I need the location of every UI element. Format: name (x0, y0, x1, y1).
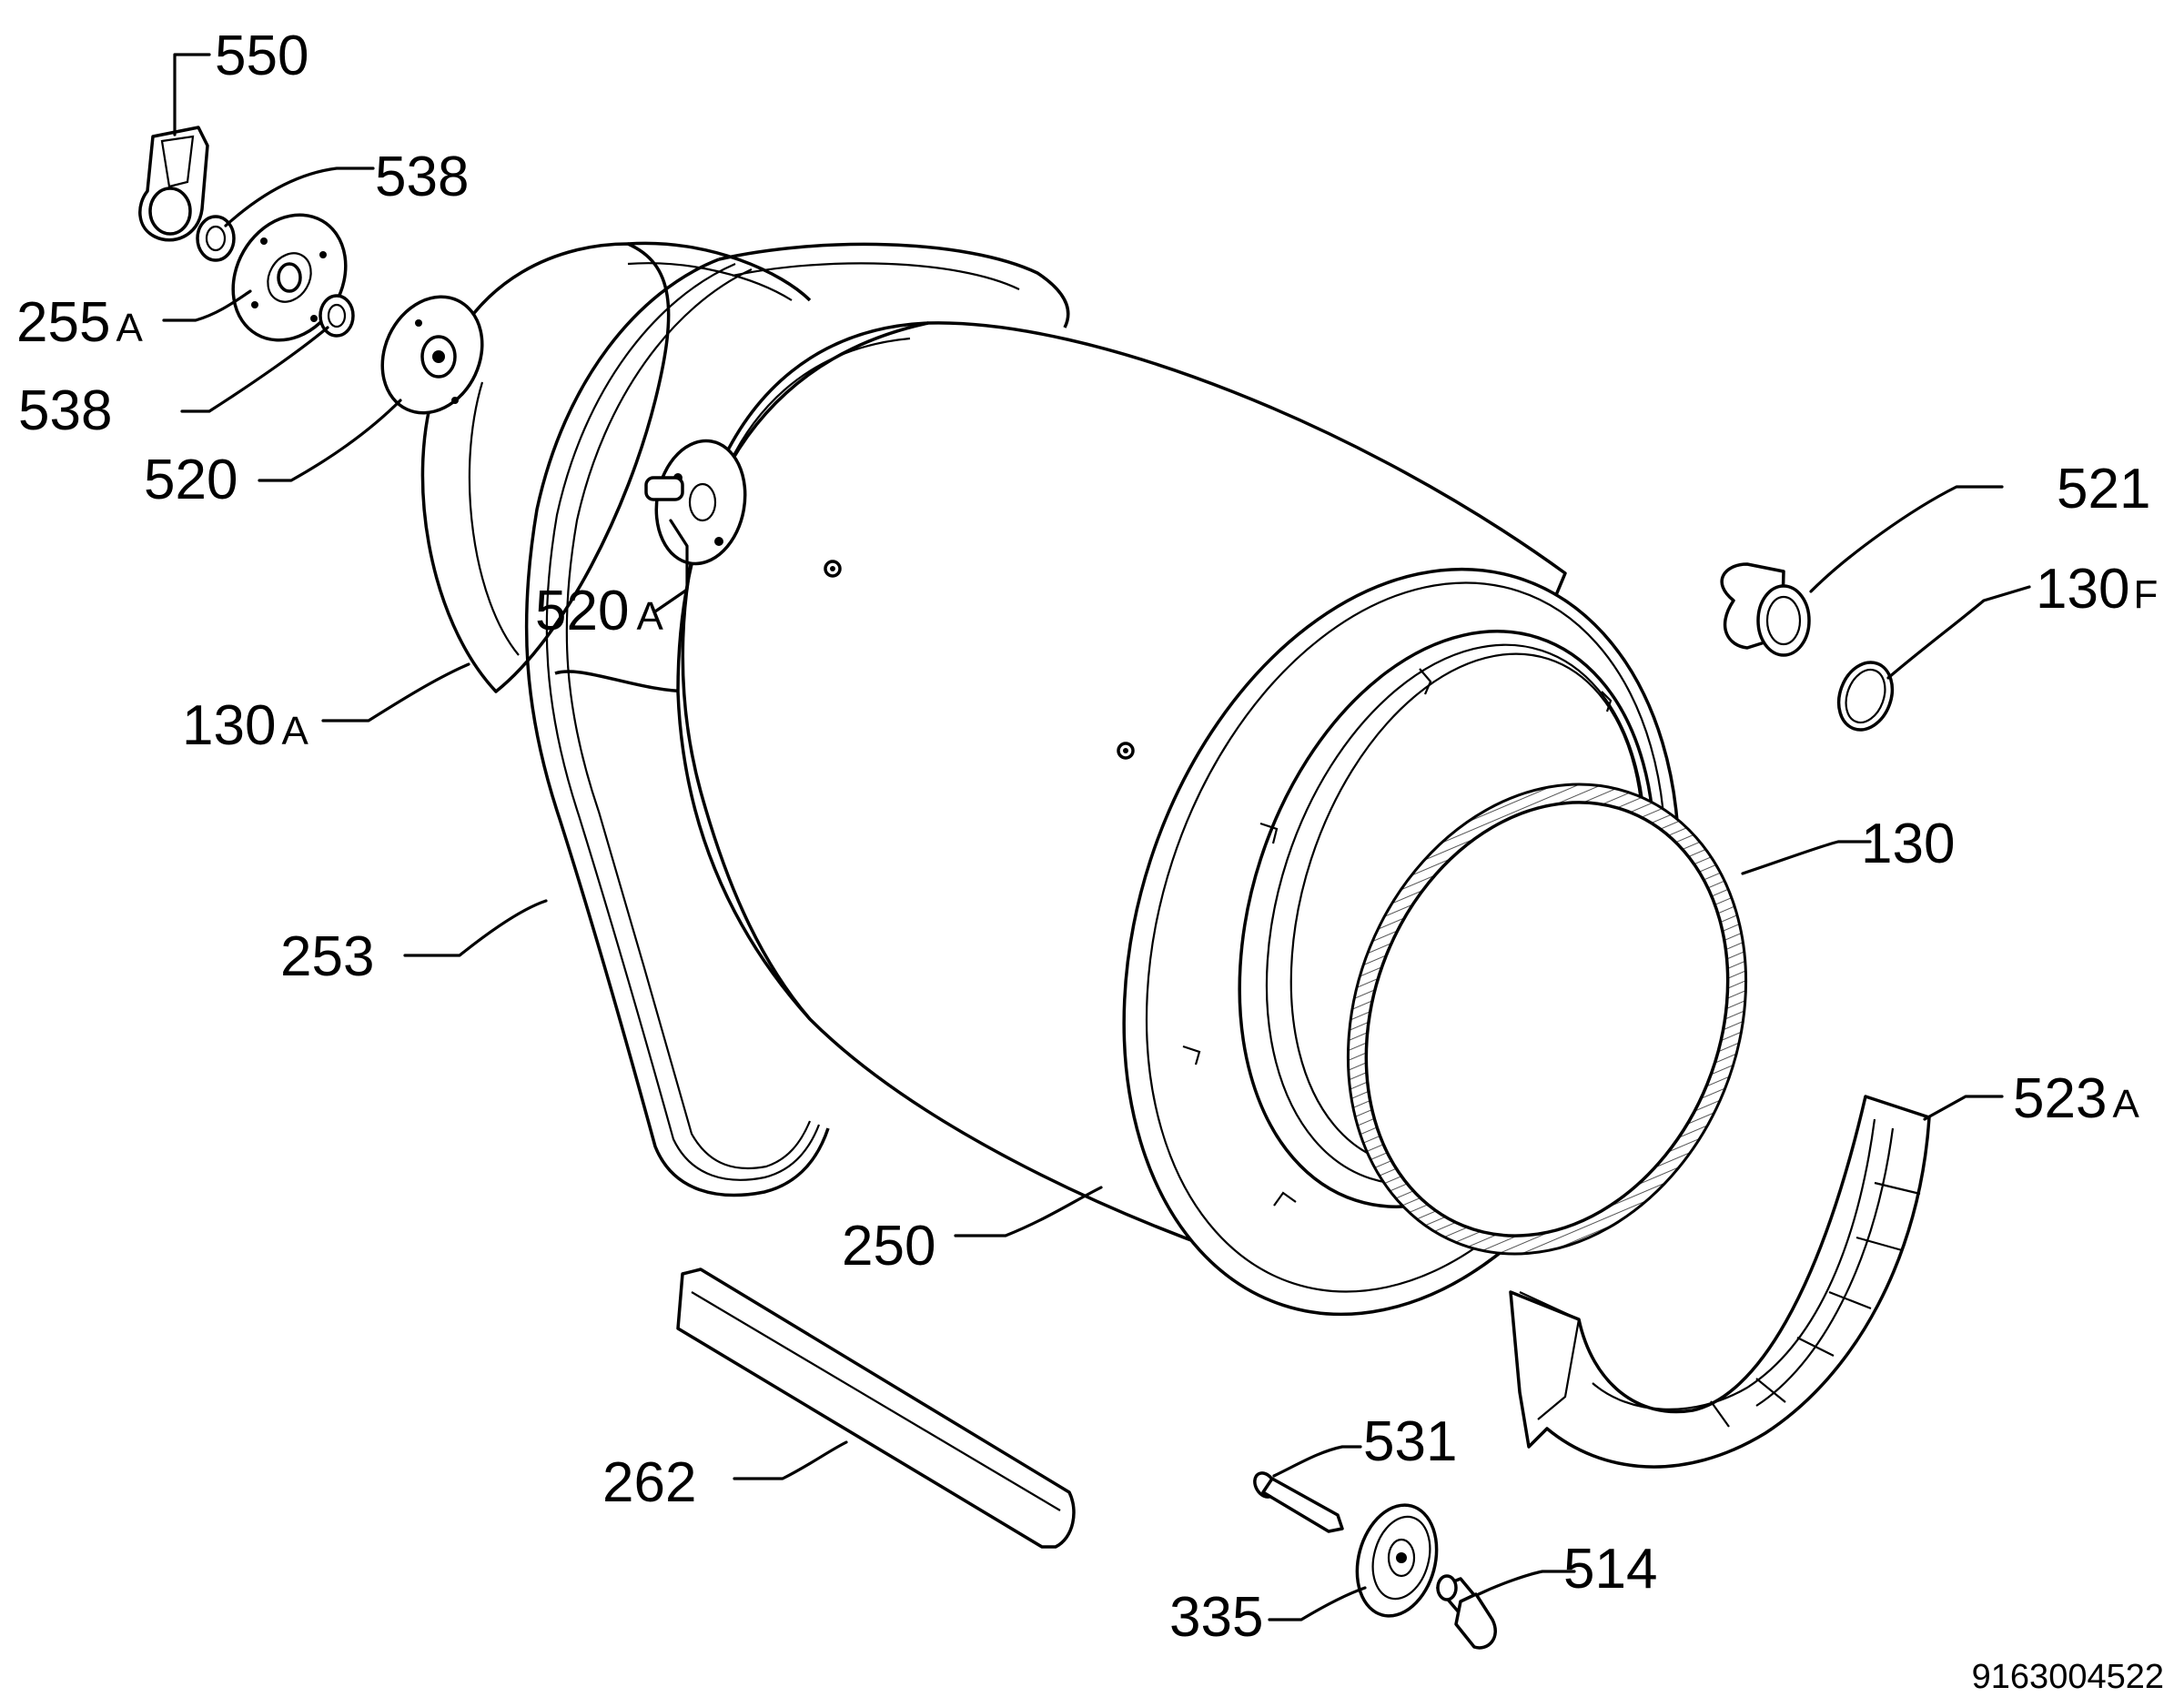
part-538-upper-washer (196, 215, 236, 262)
part-531-screw (1253, 1471, 1344, 1533)
label-538-lower: 538 (18, 379, 112, 442)
document-number: 9163004522 (1972, 1658, 2164, 1696)
label-130f: 130F (2036, 558, 2158, 621)
part-520-bearing-hub (380, 295, 484, 415)
label-130: 130 (1861, 813, 1955, 875)
part-130a-rear-bulkhead (420, 241, 812, 693)
part-523a-felt-seal-segment (1509, 1095, 1931, 1469)
part-521-bearing-cup (1720, 562, 1811, 657)
part-514-axle-pin (1436, 1574, 1497, 1650)
label-335: 335 (1169, 1586, 1263, 1649)
part-262-lifter (676, 1268, 1076, 1549)
label-531: 531 (1363, 1410, 1457, 1473)
part-335-roller-wheel (1355, 1503, 1439, 1618)
part-550-bracket (138, 126, 209, 242)
label-521: 521 (2057, 458, 2150, 520)
part-538-lower-washer (318, 294, 355, 338)
label-262: 262 (602, 1451, 696, 1514)
leader-lines (162, 53, 2031, 1621)
part-130-front-seal (1346, 783, 1748, 1256)
label-253: 253 (280, 925, 374, 988)
label-520: 520 (144, 449, 238, 511)
label-514: 514 (1563, 1538, 1657, 1601)
label-538-upper: 538 (375, 146, 469, 208)
part-130f-o-ring (1836, 661, 1895, 732)
label-550: 550 (215, 25, 308, 87)
label-250: 250 (842, 1215, 935, 1278)
